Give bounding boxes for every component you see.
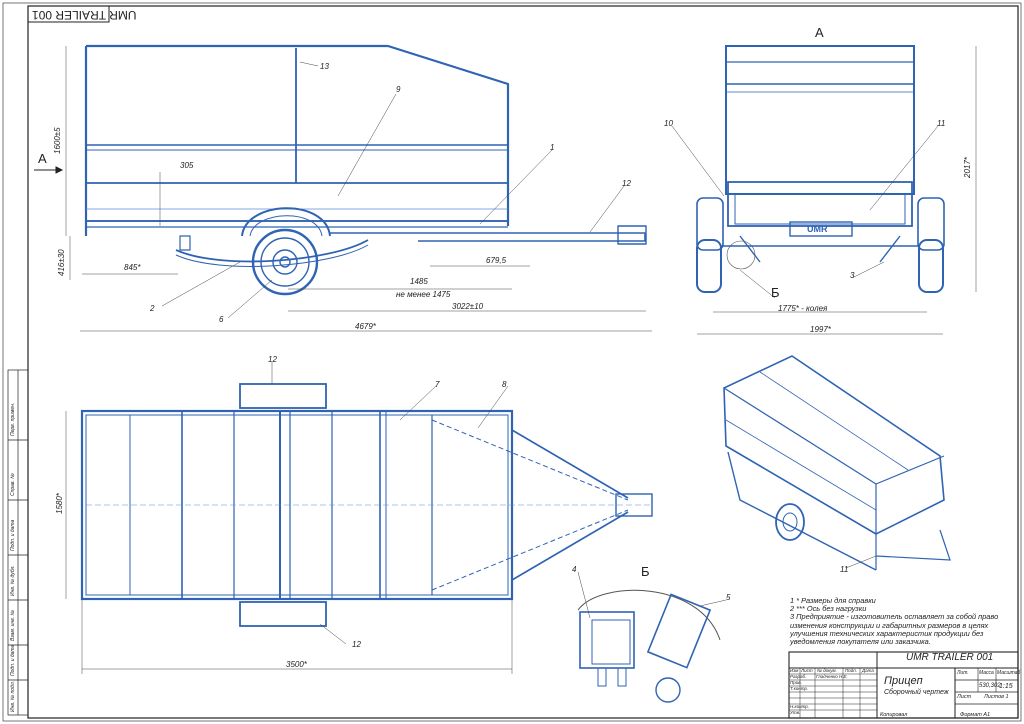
callout-12-top: 12: [268, 355, 277, 364]
dim-width: 1580*: [55, 493, 64, 514]
tb-role-check: Пров.: [790, 680, 802, 685]
title-product-name: Прицеп: [884, 675, 923, 687]
section-a-marker: А: [38, 151, 47, 166]
callout-13: 13: [320, 62, 329, 71]
tb-sheet: Лист: [957, 694, 972, 700]
stamp-box: [27, 5, 110, 23]
detail-b-view: [577, 589, 721, 703]
leader-lines: [161, 61, 939, 645]
tb-header-sign: Подп.: [845, 668, 857, 673]
tb-mass-header: Масса: [979, 670, 994, 676]
dim-overall-width: 1997*: [810, 325, 831, 334]
dim-axle-note: не менее 1475: [396, 290, 451, 299]
callout-11-front: 11: [937, 119, 946, 128]
callout-12-side: 12: [622, 179, 631, 188]
dim-front-overhang: 845*: [124, 263, 141, 272]
callout-11-iso: 11: [840, 565, 849, 574]
strip-first-use: Перв. примен.: [10, 402, 16, 436]
tb-role-ncontr: Н.контр.: [790, 704, 810, 709]
dim-height: 1600±5: [53, 127, 62, 154]
tb-role-tcontr: Т.контр.: [790, 686, 809, 691]
inner-frame: [27, 5, 1019, 719]
title-doc-type: Сборочный чертеж: [884, 689, 949, 696]
callout-10: 10: [664, 119, 673, 128]
title-designation: UMR TRAILER 001: [906, 652, 994, 663]
callout-7: 7: [435, 380, 440, 389]
side-view: [84, 44, 647, 296]
callout-6: 6: [219, 315, 224, 324]
drawing-stamp: UMR TRAILER 001: [32, 8, 137, 22]
view-a-title: А: [815, 25, 824, 40]
tb-scale: 1:15: [999, 683, 1013, 690]
detail-b-title: Б: [641, 564, 650, 579]
tb-header-doc: № докум.: [817, 668, 837, 673]
iso-view: [723, 355, 951, 571]
callout-2: 2: [150, 304, 155, 313]
tb-lit-header: Лит.: [957, 670, 969, 676]
dim-axle-pos: 1485: [410, 277, 428, 286]
tb-copied: Копировал: [880, 712, 908, 718]
dim-side-board: 305: [180, 161, 194, 170]
note-3: 3 Предприятие - изготовитель оставляет з…: [790, 612, 999, 647]
dim-track: 1775* - колея: [778, 304, 828, 313]
strip-ref-no: Справ. №: [10, 473, 16, 496]
dim-overall-height: 2017*: [963, 157, 972, 178]
strip-sign-date-1: Подп. и дата: [10, 519, 16, 551]
tb-format: Формат А1: [960, 712, 991, 718]
umr-logo: UMR: [807, 224, 828, 234]
dim-length: 3500*: [286, 660, 307, 669]
top-view: [80, 383, 653, 627]
dim-drawbar-part: 679,5: [486, 256, 507, 265]
technical-notes: 1 * Размеры для справки 2 *** Ось без на…: [790, 596, 1015, 647]
strip-dup-inv: Инв. № дубл.: [10, 565, 16, 596]
dim-overall-length: 4679*: [355, 322, 376, 331]
left-strip: [7, 369, 29, 716]
tb-scale-header: Масштаб: [997, 670, 1021, 676]
title-block: [788, 651, 1019, 719]
callout-8: 8: [502, 380, 507, 389]
callout-12-bottom: 12: [352, 640, 361, 649]
tb-sheets: Листов 1: [984, 694, 1009, 700]
callout-4: 4: [572, 565, 577, 574]
callout-9: 9: [396, 85, 401, 94]
callout-1: 1: [550, 143, 555, 152]
tb-header-list: Лист: [801, 668, 813, 673]
callout-5: 5: [726, 593, 731, 602]
tb-header-date: Дата: [862, 668, 874, 673]
strip-sign-date-2: Подп. и дата: [10, 644, 16, 676]
strip-replace-inv: Взам. инв. №: [10, 610, 16, 641]
callout-3: 3: [850, 271, 855, 280]
tb-header-izm: Изм: [790, 668, 799, 673]
note-1: 1 * Размеры для справки: [790, 596, 876, 605]
strip-orig-inv: Инв. № подл.: [10, 680, 16, 712]
detail-b-marker: Б: [771, 285, 780, 300]
front-view: [696, 45, 945, 293]
dimension-lines: [65, 46, 977, 674]
dim-axle-to-hitch: 3022±10: [452, 302, 484, 311]
note-2: 2 *** Ось без нагрузки: [790, 604, 867, 614]
tb-developer: Гладченко Н.Е.: [816, 674, 848, 679]
dim-floor-height: 416±30: [57, 249, 66, 276]
section-arrows: [34, 166, 64, 174]
tb-role-approve: Утв.: [790, 710, 801, 715]
tb-mass: 530,302: [979, 683, 1001, 689]
tb-role-dev: Разраб.: [790, 674, 807, 679]
